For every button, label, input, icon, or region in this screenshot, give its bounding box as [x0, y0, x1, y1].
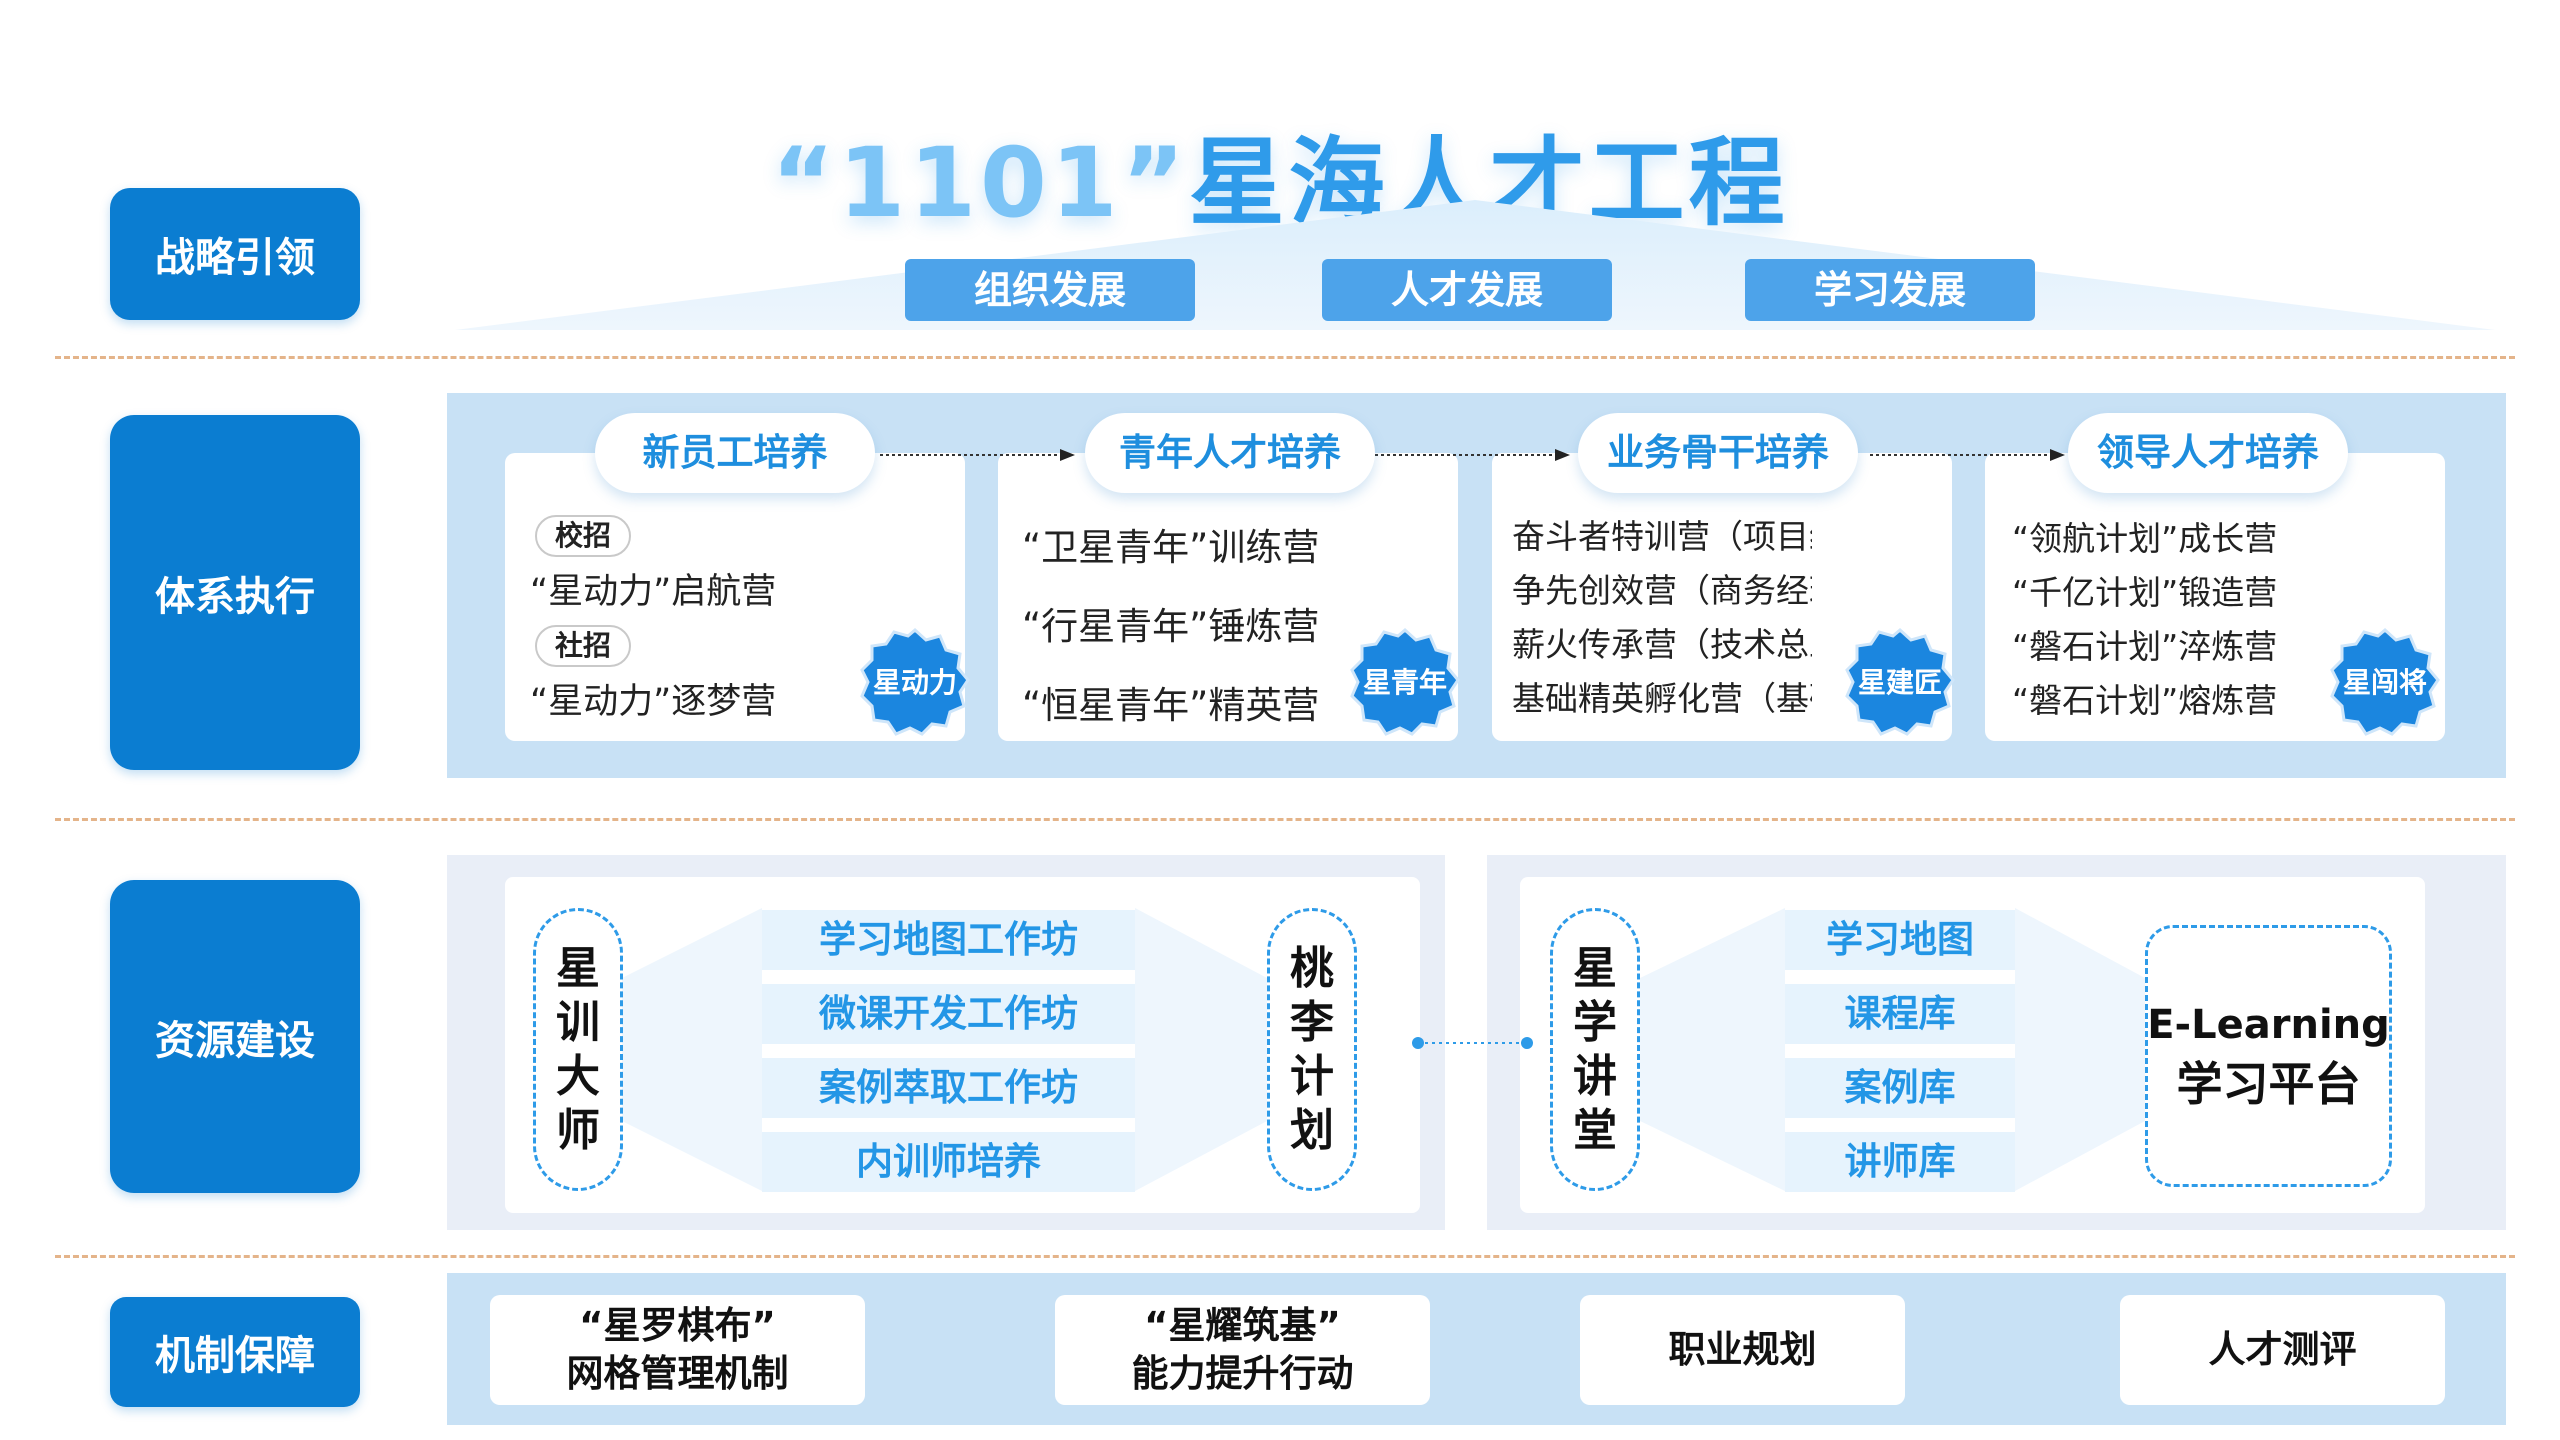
card3-line-4: 基础精英孵化营（基础人员） [1512, 679, 1812, 718]
badge-star-youth: 星青年 [1350, 628, 1460, 738]
card4-line-2: “千亿计划”锻造营 [2012, 573, 2278, 612]
pill-org-development: 组织发展 [905, 259, 1195, 321]
connector-dotted [1412, 1037, 1533, 1049]
tag-campus: 校招 [535, 515, 632, 557]
tag-social: 社招 [535, 625, 632, 667]
tab-young-talent: 青年人才培养 [1085, 413, 1375, 493]
fan-left-1 [622, 908, 762, 1191]
row-label-resources: 资源建设 [110, 880, 360, 1193]
divider-3 [55, 1255, 2515, 1258]
card3-line-1: 奋斗者特训营（项目经理） [1512, 517, 1812, 556]
card2-line-1: “卫星青年”训练营 [1022, 526, 1320, 569]
vertical-star-trainer: 星训大师 [533, 908, 623, 1191]
fan-right-1 [1640, 908, 1785, 1191]
fan-right-2 [2015, 908, 2145, 1191]
card4-line-4: “磐石计划”熔炼营 [2012, 681, 2278, 720]
elearning-label: E-Learning [2147, 1002, 2390, 1048]
card1-line-2: “星动力”逐梦营 [530, 682, 777, 722]
arrow-1 [880, 449, 1075, 461]
title-quote-close: ” [1121, 127, 1189, 239]
fan-left-2 [1135, 908, 1267, 1191]
pill-talent-development: 人才发展 [1322, 259, 1612, 321]
mech-capability-action: “星耀筑基”能力提升行动 [1055, 1295, 1430, 1405]
res-learning-map-workshop: 学习地图工作坊 [762, 910, 1135, 970]
row-label-strategy: 战略引领 [110, 188, 360, 320]
res-case-extraction-workshop: 案例萃取工作坊 [762, 1058, 1135, 1118]
title-number: 1101 [838, 127, 1122, 239]
vertical-taoli-plan: 桃李计划 [1267, 908, 1357, 1191]
mech-career-planning: 职业规划 [1580, 1295, 1905, 1405]
card2-line-2: “行星青年”锤炼营 [1022, 605, 1320, 648]
res-case-library: 案例库 [1785, 1058, 2015, 1118]
card3-line-3: 薪火传承营（技术总工） [1512, 625, 1812, 664]
divider-1 [55, 356, 2515, 359]
arrow-3 [1870, 449, 2065, 461]
badge-star-power: 星动力 [860, 628, 970, 738]
title-quote-open: “ [771, 127, 839, 239]
tab-leader-talent: 领导人才培养 [2068, 413, 2348, 493]
card3-line-2: 争先创效营（商务经理） [1512, 571, 1812, 610]
row-label-mechanism: 机制保障 [110, 1297, 360, 1407]
page-title: “1101”星海人才工程 [0, 105, 2560, 244]
pill-learning-development: 学习发展 [1745, 259, 2035, 321]
badge-star-craftsman: 星建匠 [1845, 628, 1955, 738]
tab-business-backbone: 业务骨干培养 [1578, 413, 1858, 493]
learning-platform-label: 学习平台 [2176, 1057, 2361, 1111]
arrow-2 [1375, 449, 1570, 461]
elearning-platform-box: E-Learning 学习平台 [2145, 925, 2392, 1187]
res-internal-trainer: 内训师培养 [762, 1132, 1135, 1192]
res-lecturer-library: 讲师库 [1785, 1132, 2015, 1192]
badge-star-pioneer: 星闯将 [2330, 628, 2440, 738]
card4-line-3: “磐石计划”淬炼营 [2012, 627, 2278, 666]
res-course-library: 课程库 [1785, 984, 2015, 1044]
res-learning-map: 学习地图 [1785, 910, 2015, 970]
tab-new-employee: 新员工培养 [595, 413, 875, 493]
row-label-system: 体系执行 [110, 415, 360, 770]
card4-line-1: “领航计划”成长营 [2012, 519, 2278, 558]
card2-line-3: “恒星青年”精英营 [1022, 684, 1320, 727]
res-microcourse-workshop: 微课开发工作坊 [762, 984, 1135, 1044]
vertical-star-lecture: 星学讲堂 [1550, 908, 1640, 1191]
card1-line-1: “星动力”启航营 [530, 572, 777, 612]
divider-2 [55, 818, 2515, 821]
mech-grid-management: “星罗棋布”网格管理机制 [490, 1295, 865, 1405]
card3-lines: 奋斗者特训营（项目经理） 争先创效营（商务经理） 薪火传承营（技术总工） 基础精… [1512, 510, 1812, 730]
mech-talent-assessment: 人才测评 [2120, 1295, 2445, 1405]
